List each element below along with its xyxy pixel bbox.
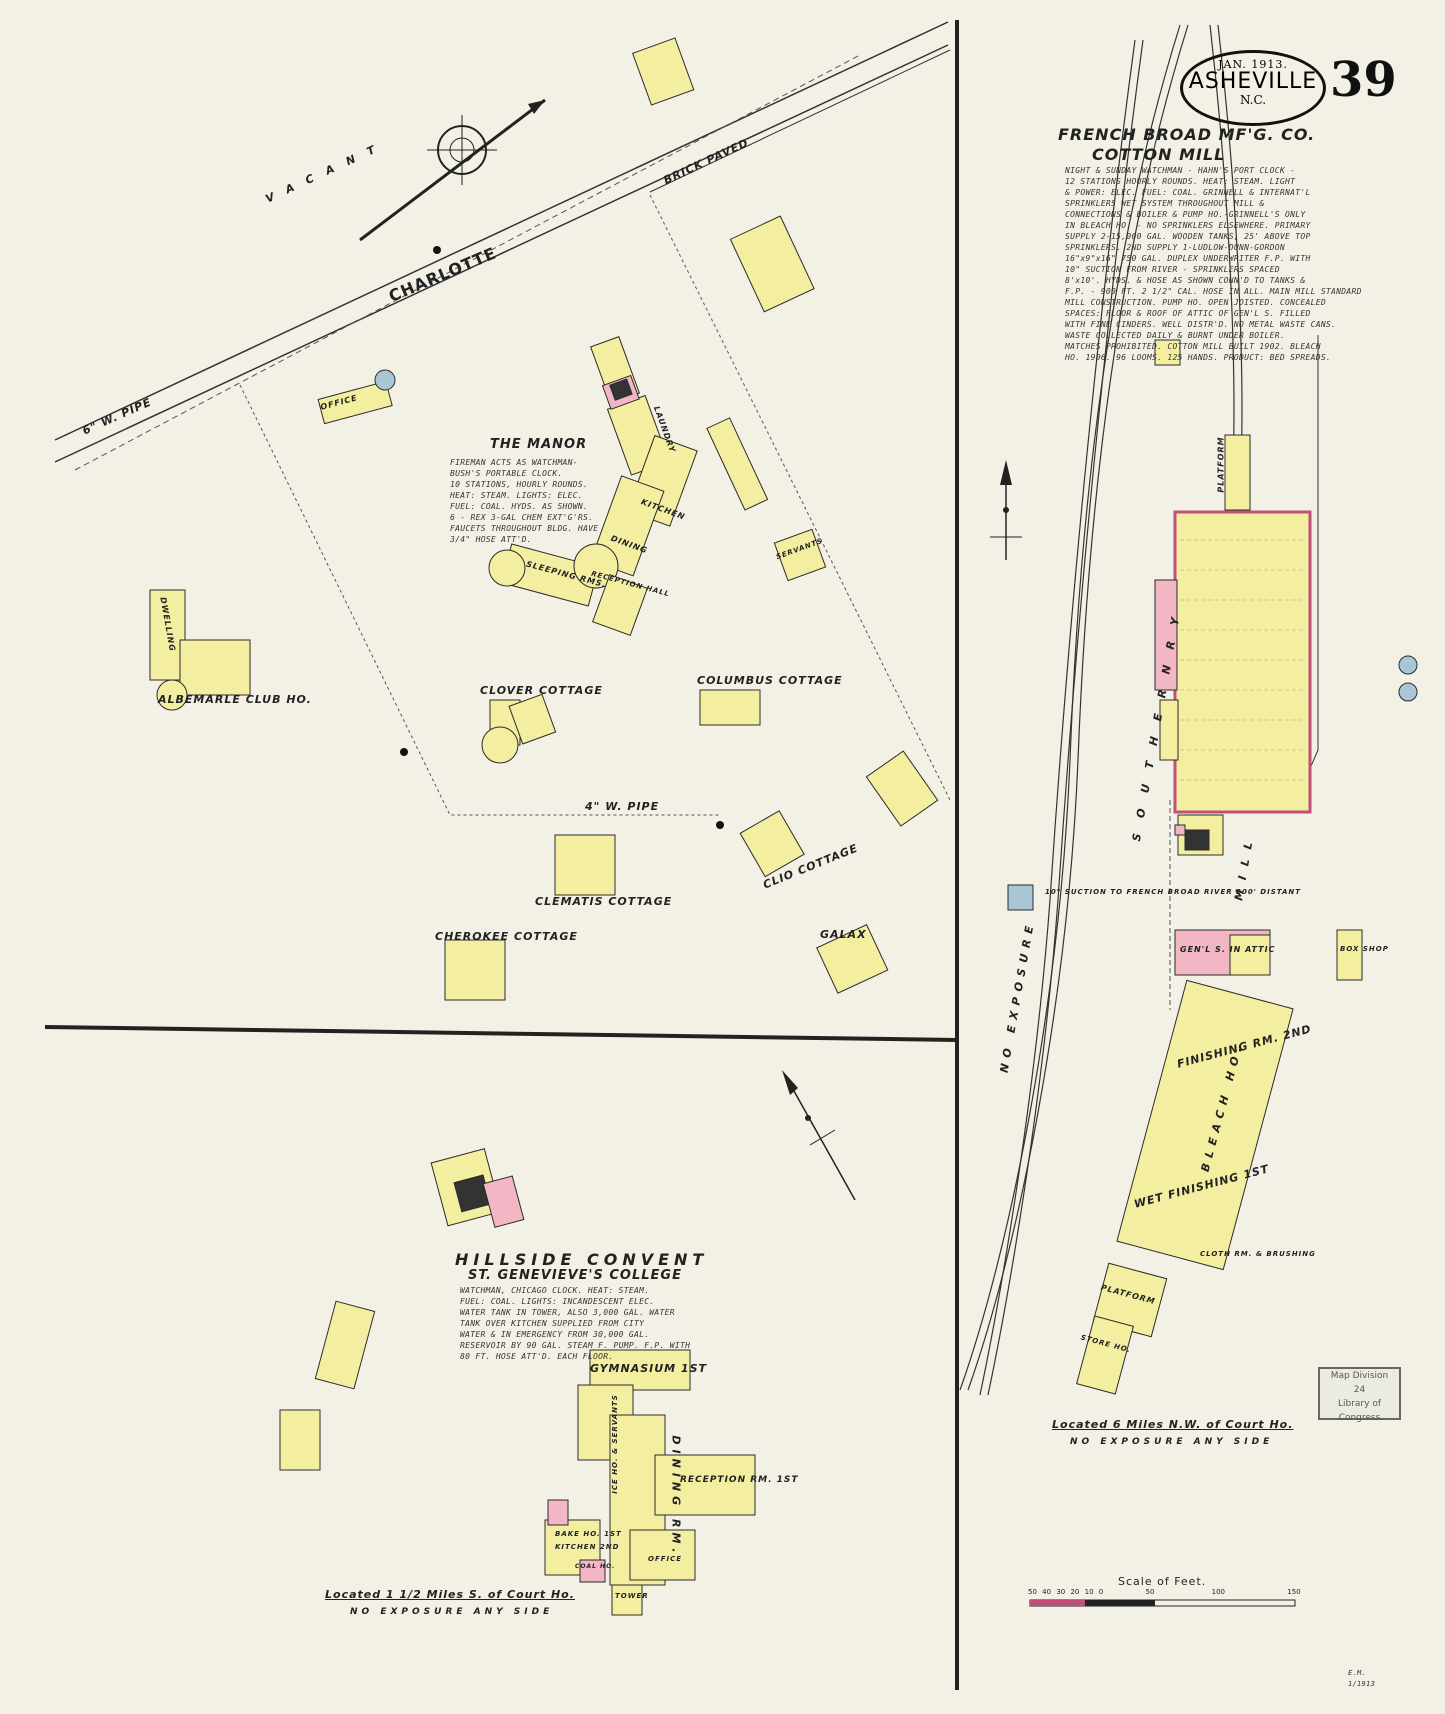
scale-bar [1029, 1599, 1296, 1607]
north-arrow-convent [782, 1070, 856, 1201]
mill-exposure: NO EXPOSURE ANY SIDE [1070, 1437, 1274, 1447]
manor-brick-buildings [374, 369, 640, 410]
compass-rose [359, 98, 546, 242]
sheet-number: 39 [1330, 52, 1397, 108]
manor-boundary-east [649, 194, 951, 801]
mill-title-line2: COTTON MILL [1092, 145, 1226, 164]
mill-note: NIGHT & SUNDAY WATCHMAN - HAHN'S PORT CL… [1065, 166, 1362, 362]
convent-location: Located 1 1/2 Miles S. of Court Ho. [325, 1588, 575, 1601]
state-name: N.C. [1239, 93, 1267, 107]
scale-tick: 30 [1056, 1588, 1066, 1596]
manor-buildings [149, 37, 939, 1001]
convent-coal-label: COAL HO. [575, 1563, 616, 1570]
mill-suction-label: 10" SUCTION TO FRENCH BROAD RIVER 200' D… [1045, 888, 1302, 896]
scale-tick: 150 [1287, 1588, 1301, 1596]
scale-tick: 0 [1098, 1588, 1104, 1596]
charlotte-street [54, 21, 951, 471]
manor-pipe-label: 4" W. PIPE [585, 800, 660, 813]
scale-label: Scale of Feet. [1118, 1575, 1207, 1588]
convent-title-line2: ST. GENEVIEVE'S COLLEGE [468, 1268, 682, 1283]
cherokee-cottage-label: CHEROKEE COTTAGE [435, 930, 578, 943]
mill-title-line1: FRENCH BROAD MF'G. CO. [1058, 125, 1316, 144]
manor-note: FIREMAN ACTS AS WATCHMAN- BUSH'S PORTABL… [450, 458, 599, 544]
albemarle-club-label: ALBEMARLE CLUB HO. [158, 693, 312, 706]
hydrants [400, 246, 724, 829]
scale-tick: 10 [1084, 1588, 1094, 1596]
clematis-cottage-label: CLEMATIS COTTAGE [535, 895, 673, 908]
scale-tick: 20 [1070, 1588, 1080, 1596]
mill-location: Located 6 Miles N.W. of Court Ho. [1052, 1418, 1294, 1431]
stamp-line2: 24 [1353, 1385, 1366, 1395]
scale-ticks: 50 40 30 20 10 0 50 100 150 [1028, 1588, 1301, 1596]
mill-cloth-label: CLOTH RM. & BRUSHING [1200, 1250, 1316, 1258]
convent-reception-label: RECEPTION RM. 1ST [680, 1475, 799, 1485]
title-cartouche: JAN. 1913. ASHEVILLE N.C. [1180, 50, 1326, 126]
mill-box-shop-label: BOX SHOP [1340, 945, 1389, 953]
convent-gymnasium-label: GYMNASIUM 1ST [590, 1362, 708, 1375]
scale-tick: 50 [1145, 1588, 1155, 1596]
map-date: JAN. 1913. [1218, 58, 1288, 71]
convent-tower-label: TOWER [615, 1592, 649, 1600]
manor-title: THE MANOR [490, 437, 588, 452]
city-name: ASHEVILLE [1188, 69, 1318, 94]
north-arrow-right [990, 460, 1022, 560]
scale-tick: 40 [1042, 1588, 1052, 1596]
scale-tick: 100 [1211, 1588, 1226, 1596]
convent-office-label: OFFICE [648, 1555, 683, 1563]
convent-ice-label: ICE HO. & SERVANTS [610, 1394, 619, 1494]
convent-buildings [279, 1148, 756, 1616]
convent-kitchen-label: KITCHEN 2ND [555, 1543, 620, 1551]
convent-dining-label: DINING RM. [669, 1435, 683, 1558]
mill-genl-label: GEN'L S. IN ATTIC [1180, 945, 1276, 954]
footer-mark: E.M. 1/1913 [1348, 1669, 1376, 1688]
scale-tick: 50 [1028, 1588, 1037, 1596]
stamp-line1: Map Division [1330, 1371, 1389, 1381]
library-stamp: Map Division 24 Library of Congress [1318, 1367, 1401, 1423]
convent-note: WATCHMAN, CHICAGO CLOCK. HEAT: STEAM. FU… [460, 1286, 691, 1361]
convent-bake-label: BAKE HO. 1ST [555, 1530, 622, 1538]
mill-buildings [1007, 339, 1418, 1395]
stamp-line3: Library of Congress [1337, 1399, 1381, 1423]
convent-title-line1: HILLSIDE CONVENT [455, 1250, 709, 1269]
convent-exposure: NO EXPOSURE ANY SIDE [350, 1607, 554, 1617]
columbus-cottage-label: COLUMBUS COTTAGE [697, 674, 843, 687]
horizontal-divider [44, 1025, 958, 1042]
clover-cottage-label: CLOVER COTTAGE [480, 684, 603, 697]
mill-platform-label: PLATFORM [1216, 436, 1226, 493]
galax-label: GALAX [820, 928, 867, 941]
